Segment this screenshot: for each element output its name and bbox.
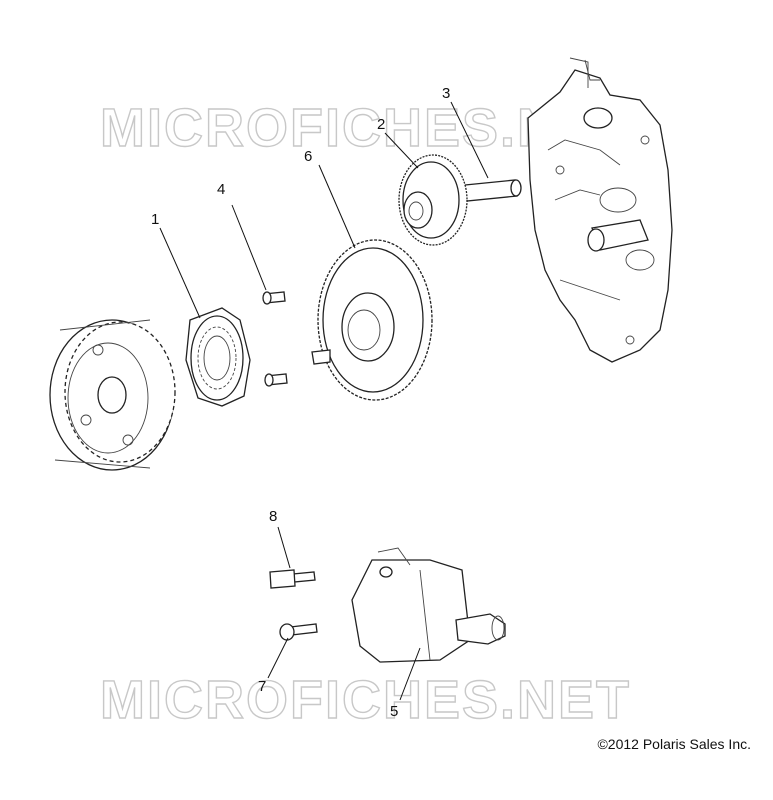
leader-6 — [318, 164, 356, 249]
leader-2 — [384, 132, 419, 169]
starter-bolt-upper — [269, 569, 316, 589]
starter-clutch — [185, 307, 251, 407]
bolt-upper — [262, 291, 286, 305]
callout-5: 5 — [390, 703, 398, 720]
dowel-pin — [450, 179, 522, 203]
leader-3 — [450, 101, 489, 179]
crankcase-cover — [527, 57, 673, 363]
leader-1 — [159, 227, 201, 319]
starter-bolt-lower — [279, 623, 318, 641]
callout-1: 1 — [151, 211, 159, 228]
leader-7 — [267, 637, 289, 679]
callout-4: 4 — [217, 181, 225, 198]
leader-5 — [399, 647, 421, 701]
callout-2: 2 — [377, 116, 385, 133]
callout-6: 6 — [304, 148, 312, 165]
leader-4 — [231, 204, 267, 291]
callout-7: 7 — [258, 678, 266, 695]
callout-3: 3 — [442, 85, 450, 102]
starter-driven-gear — [311, 239, 433, 401]
leader-8 — [277, 526, 291, 569]
idler-gear — [398, 154, 468, 246]
bolt-lower — [264, 373, 288, 387]
starter-motor — [351, 547, 506, 663]
copyright-notice: ©2012 Polaris Sales Inc. — [597, 736, 751, 752]
watermark-bottom: MICROFICHES.NET — [100, 670, 631, 730]
callout-8: 8 — [269, 508, 277, 525]
flywheel — [49, 319, 176, 471]
